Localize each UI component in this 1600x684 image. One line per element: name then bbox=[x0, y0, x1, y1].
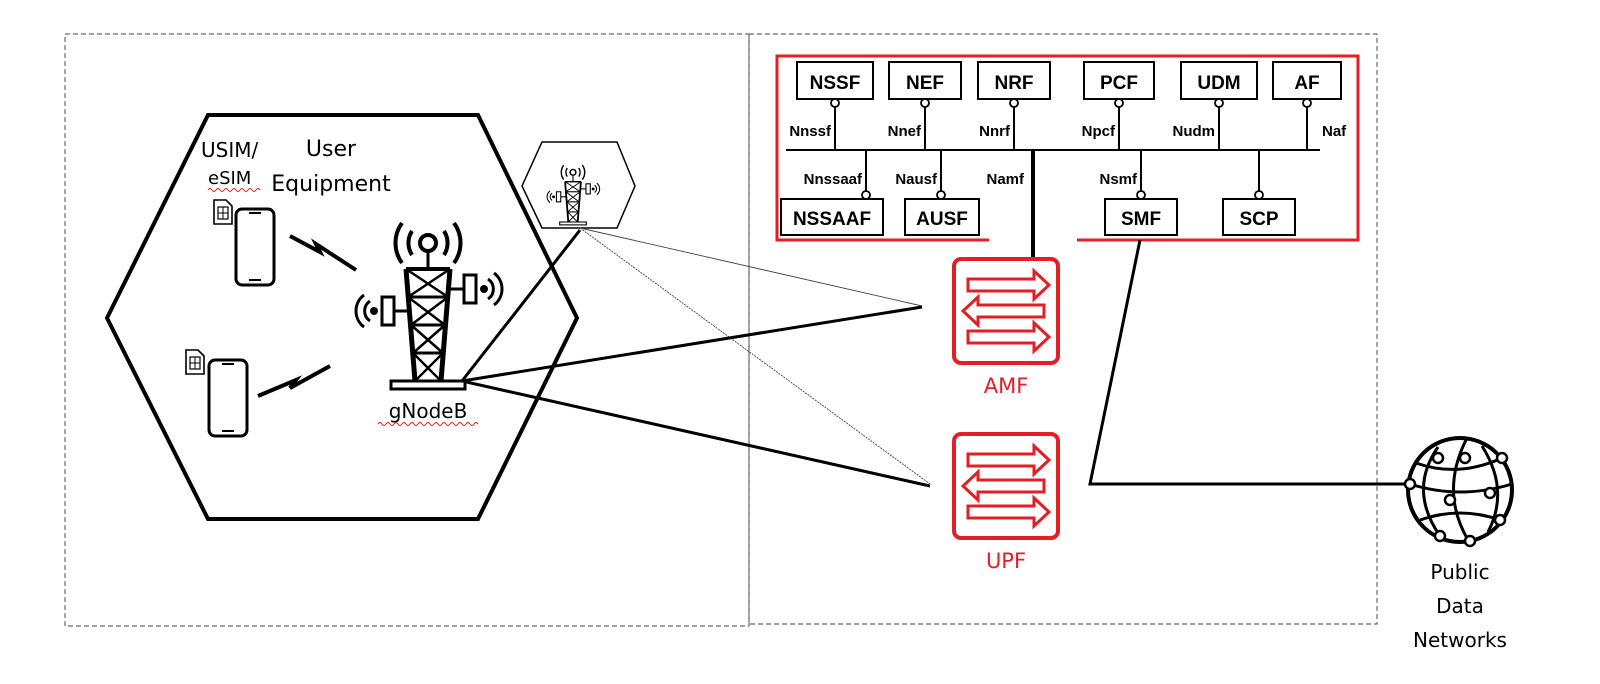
nf-ausf: AUSF Nausf bbox=[895, 150, 980, 236]
amf-label: AMF bbox=[984, 374, 1029, 398]
nf-name: NSSF bbox=[810, 73, 861, 94]
nf-name: NSSAAF bbox=[793, 209, 871, 230]
namf-interface-label: Namf bbox=[986, 171, 1025, 188]
core-frame bbox=[775, 54, 1360, 242]
interface-label: Naf bbox=[1322, 123, 1347, 140]
spellcheck-underline bbox=[207, 188, 261, 192]
smartphone-icon bbox=[234, 207, 276, 287]
nf-nssf: NSSF Nnssf bbox=[789, 61, 874, 150]
nf-name: AUSF bbox=[916, 209, 968, 230]
nf-nssaaf: NSSAAF Nnssaaf bbox=[780, 150, 884, 236]
nf-name: SCP bbox=[1239, 209, 1278, 230]
core-region bbox=[748, 33, 1378, 625]
interface-label: Nudm bbox=[1173, 123, 1216, 140]
ue-label-line-1: User bbox=[306, 137, 357, 162]
cell-coverage-hexagon bbox=[104, 113, 580, 521]
sim-card-icon bbox=[185, 349, 205, 375]
smf-to-upf-dn-line bbox=[1088, 239, 1410, 486]
upf-label: UPF bbox=[986, 549, 1026, 573]
nf-name: SMF bbox=[1121, 209, 1161, 230]
interface-label: Nnssf bbox=[789, 123, 832, 140]
gnb-to-amf-line bbox=[461, 305, 923, 383]
interface-label: Nnef bbox=[888, 123, 922, 140]
nf-nef: NEF Nnef bbox=[888, 61, 962, 150]
small-cell-hexagon bbox=[521, 141, 636, 229]
gnb-to-upf-line bbox=[461, 379, 931, 488]
gnb-label: gNodeB bbox=[389, 399, 468, 423]
cell-tower-icon bbox=[356, 223, 502, 389]
smartphone-icon bbox=[207, 358, 249, 438]
nf-name: PCF bbox=[1100, 73, 1138, 94]
nf-af: AF Naf bbox=[1272, 61, 1347, 150]
nf-smf: SMF Nsmf bbox=[1099, 150, 1178, 236]
gnb-to-small-cell-line bbox=[460, 229, 582, 382]
interface-label: Nnrf bbox=[979, 123, 1011, 140]
ran-region bbox=[64, 33, 750, 627]
globe-network-icon bbox=[1403, 436, 1514, 548]
sim-label-line-2: eSIM bbox=[208, 168, 251, 189]
nf-udm: UDM Nudm bbox=[1173, 61, 1258, 150]
sim-card-icon bbox=[213, 199, 233, 225]
sim-label-line-1: USIM/ bbox=[201, 138, 258, 162]
nf-name: AF bbox=[1294, 73, 1319, 94]
router-switch-icon bbox=[952, 432, 1060, 540]
nf-name: NRF bbox=[994, 73, 1033, 94]
nf-nrf: NRF Nnrf bbox=[977, 61, 1051, 150]
dn-label-line-3: Networks bbox=[1413, 628, 1507, 652]
lightning-icon bbox=[289, 234, 358, 272]
interface-label: Nausf bbox=[895, 171, 938, 188]
interface-label: Npcf bbox=[1082, 123, 1116, 140]
spellcheck-underline bbox=[377, 422, 479, 426]
ue-label-line-2: Equipment bbox=[271, 172, 391, 197]
nf-pcf: PCF Npcf bbox=[1082, 61, 1155, 150]
nf-name: NEF bbox=[906, 73, 944, 94]
nf-scp: SCP bbox=[1222, 150, 1296, 236]
nf-name: UDM bbox=[1197, 73, 1240, 94]
small-cell-to-upf-line bbox=[579, 227, 931, 485]
dn-label-line-2: Data bbox=[1436, 594, 1484, 618]
dn-label-line-1: Public bbox=[1430, 560, 1489, 584]
router-switch-icon bbox=[952, 257, 1060, 365]
small-cell-to-amf-line bbox=[579, 227, 923, 307]
interface-label: Nnssaaf bbox=[804, 171, 863, 188]
interface-label: Nsmf bbox=[1099, 171, 1138, 188]
lightning-icon bbox=[257, 364, 331, 398]
